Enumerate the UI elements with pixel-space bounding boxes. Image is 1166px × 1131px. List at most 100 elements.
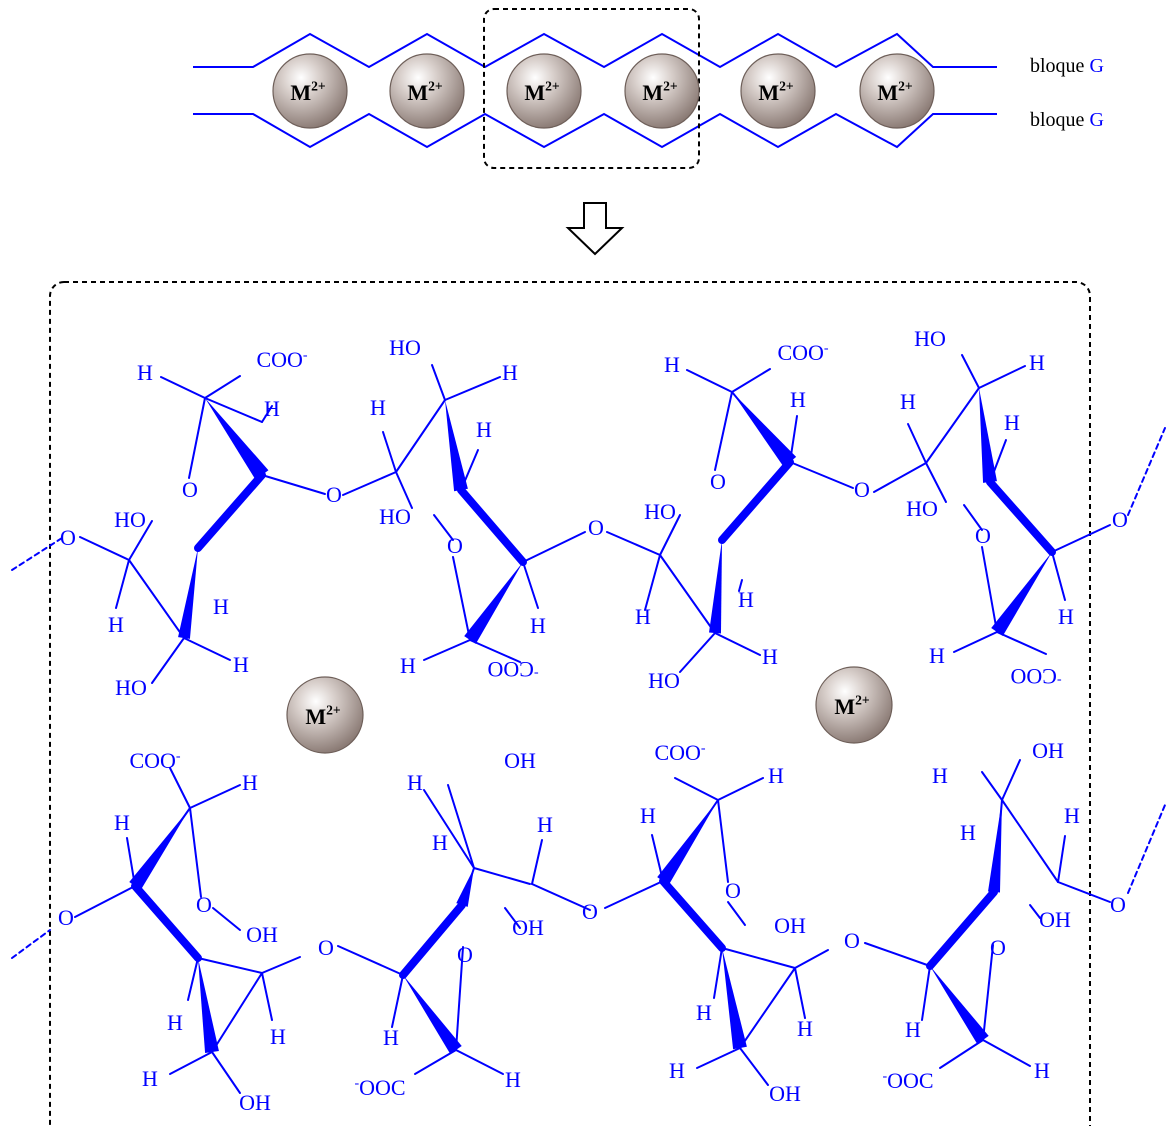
- bond: [1051, 524, 1111, 553]
- wedge-bond: [445, 400, 468, 492]
- atom-label: H: [432, 830, 448, 855]
- bond: [211, 1051, 241, 1094]
- glycosidic-oxygen-label: O: [58, 905, 74, 930]
- bond: [395, 471, 413, 509]
- glycosidic-oxygen-label: O: [854, 477, 870, 502]
- bond: [696, 1047, 741, 1069]
- bond: [183, 637, 231, 661]
- bond: [1057, 881, 1111, 903]
- ion-bound-2: M2+: [815, 666, 893, 744]
- atom-label: H: [370, 395, 386, 420]
- bond: [188, 397, 206, 479]
- legend-block-label-1: bloque G: [1030, 55, 1104, 77]
- bond: [1057, 835, 1066, 883]
- bond: [382, 431, 397, 473]
- hydroxyl-label: HO: [379, 504, 411, 529]
- bond: [659, 514, 681, 556]
- bond: [423, 789, 475, 869]
- bond: [414, 1049, 457, 1075]
- hydroxyl-label: HO: [914, 326, 946, 351]
- bond: [1051, 551, 1066, 601]
- ion-label: M2+: [877, 79, 913, 105]
- hydroxyl-label: HO: [906, 496, 938, 521]
- atom-label: H: [932, 763, 948, 788]
- legend: bloque G bloque G: [1030, 55, 1104, 131]
- bond: [531, 883, 591, 911]
- bond: [431, 364, 446, 401]
- bond: [1001, 799, 1059, 883]
- bond: [115, 559, 130, 609]
- atom-label: H: [167, 1010, 183, 1035]
- metal-ion-sphere-icon: [740, 53, 816, 129]
- carboxylate-label: -COO: [1010, 664, 1061, 689]
- ring-oxygen-label: O: [710, 469, 726, 494]
- ion-label: M2+: [524, 79, 560, 105]
- bond: [444, 376, 501, 401]
- bond: [714, 632, 761, 656]
- bond: [469, 639, 521, 663]
- bond: [452, 556, 471, 641]
- ion-label: M2+: [758, 79, 794, 105]
- wedge-bond: [129, 808, 190, 891]
- bond: [423, 639, 471, 661]
- atom-label: H: [790, 387, 806, 412]
- bond: [189, 784, 241, 809]
- bond: [925, 387, 980, 464]
- bond: [981, 546, 998, 633]
- bond: [504, 907, 521, 929]
- bond: [981, 771, 1003, 801]
- atom-label: H: [108, 612, 124, 637]
- bond: [717, 777, 764, 801]
- wedge-bond: [988, 800, 1002, 893]
- chain-continuation-bond: [1127, 804, 1166, 894]
- bond: [391, 974, 404, 1028]
- bond: [961, 354, 980, 389]
- bond: [713, 947, 723, 999]
- carboxylate-label: -OOC: [354, 1075, 405, 1100]
- glycosidic-oxygen-label: O: [582, 899, 598, 924]
- bond: [204, 397, 263, 423]
- wedge-bond: [979, 388, 997, 483]
- carboxylate-label: COO-: [777, 340, 828, 365]
- wedge-bond: [722, 948, 747, 1050]
- bond: [604, 880, 664, 909]
- wedge-bond: [930, 966, 989, 1045]
- ring-oxygen-label: O: [457, 942, 473, 967]
- chain-continuation-bond: [1127, 427, 1166, 516]
- atom-label: H: [400, 653, 416, 678]
- glycosidic-oxygen-label: O: [326, 482, 342, 507]
- atom-label: H: [738, 587, 754, 612]
- bond: [739, 967, 796, 1049]
- bond: [686, 369, 733, 393]
- atom-label: H: [1004, 410, 1020, 435]
- bond: [963, 504, 983, 531]
- bold-bond: [718, 458, 794, 544]
- atom-label: H: [1064, 803, 1080, 828]
- wedge-bonds: [129, 388, 1056, 1055]
- bond: [674, 777, 719, 801]
- bond: [169, 767, 191, 809]
- ion-top-2: M2+: [389, 53, 465, 129]
- atom-label: H: [797, 1016, 813, 1041]
- wedge-bond: [178, 548, 198, 639]
- bond: [128, 559, 185, 639]
- egg-box-schematic: [193, 32, 997, 149]
- bond: [212, 907, 241, 931]
- wedge-bond: [709, 540, 722, 634]
- atom-label: H: [664, 352, 680, 377]
- bold-bond: [659, 877, 726, 952]
- bond: [739, 1047, 769, 1086]
- bond: [337, 945, 404, 976]
- hydroxyl-label: HO: [389, 335, 421, 360]
- ring-oxygen-label: O: [975, 523, 991, 548]
- ion-top-6: M2+: [859, 53, 935, 129]
- atom-label: H: [1029, 350, 1045, 375]
- legend-block-label-2: bloque G: [1030, 109, 1104, 131]
- ion-label: M2+: [290, 79, 326, 105]
- bond: [531, 839, 543, 885]
- bond: [455, 946, 464, 1051]
- bond: [714, 391, 733, 471]
- detail-box: [49, 281, 1091, 1131]
- metal-ion-sphere-icon: [272, 53, 348, 129]
